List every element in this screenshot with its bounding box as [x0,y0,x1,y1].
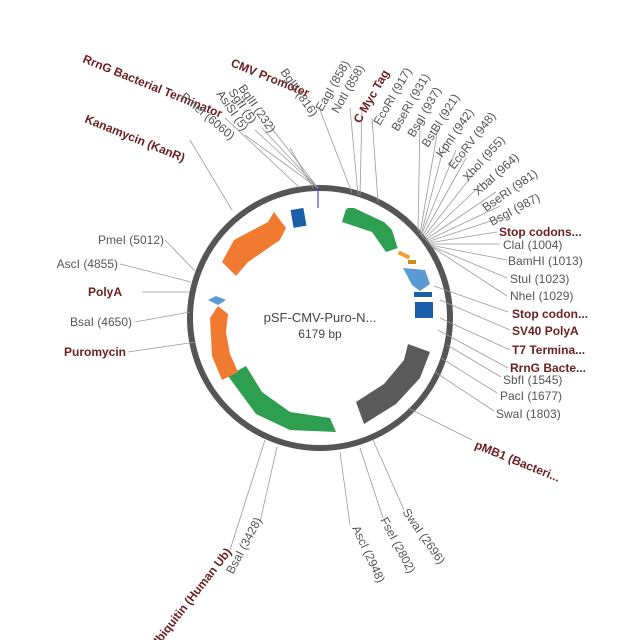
label-rrng-bacte: RrnG Bacte... [510,361,586,375]
plasmid-backbone-ring [187,185,453,451]
label-pmei-5012: PmeI (5012) [98,233,164,247]
label-asci-2948: AscI (2948) [349,523,388,585]
plasmid-name: pSF-CMV-Puro-N... [264,310,377,325]
ubiquitin-feature-arrow [228,366,336,432]
label-nhei-1029: NheI (1029) [510,289,573,303]
label-stop-codons-1: Stop codons... [499,225,582,239]
label-sv40-polya: SV40 PolyA [512,324,579,338]
label-clai-1004: ClaI (1004) [503,238,562,252]
label-polya: PolyA [88,285,122,299]
cmv-promoter-feature-body [342,209,398,252]
label-sbfi-1545: SbfI (1545) [503,373,562,387]
label-stui-1023: StuI (1023) [510,272,569,286]
label-stop-codons-2: Stop codon... [512,307,588,321]
label-paci-1677: PacI (1677) [500,389,562,403]
label-swai-1803: SwaI (1803) [496,407,561,421]
label-t7-terminator: T7 Termina... [512,343,585,357]
label-bamhi-1013: BamHI (1013) [508,254,583,268]
puromycin-feature-arrow [210,306,238,380]
leader-lines [119,107,511,551]
label-bsai-4650: BsaI (4650) [70,315,132,329]
plasmid-size: 6179 bp [298,327,342,341]
rrng-bacte-feature-box [415,302,433,318]
rrng-terminator-feature-box-top [290,207,307,228]
label-pmb1: pMB1 (Bacteri... [473,438,562,485]
label-puromycin: Puromycin [64,345,126,359]
label-ubiquitin: Ubiquitin (Human Ub) [147,545,234,640]
label-kanamycin: Kanamycin (KanR) [83,112,187,165]
stop-codons-feature-arrow [403,268,430,291]
label-asci-4855: AscI (4855) [57,257,118,271]
label-bglii-816: BglII (816) [278,66,321,119]
c-myc-tag-feature-box [397,250,411,260]
polya-feature-arrow [208,296,226,305]
pmb1-feature-arrow [356,344,430,424]
stop-codons-feature-mark [408,260,416,264]
sv40-polya-feature-box [414,292,432,297]
kanamycin-feature-arrow [222,212,286,276]
label-bsai-3428: BsaI (3428) [223,515,264,576]
